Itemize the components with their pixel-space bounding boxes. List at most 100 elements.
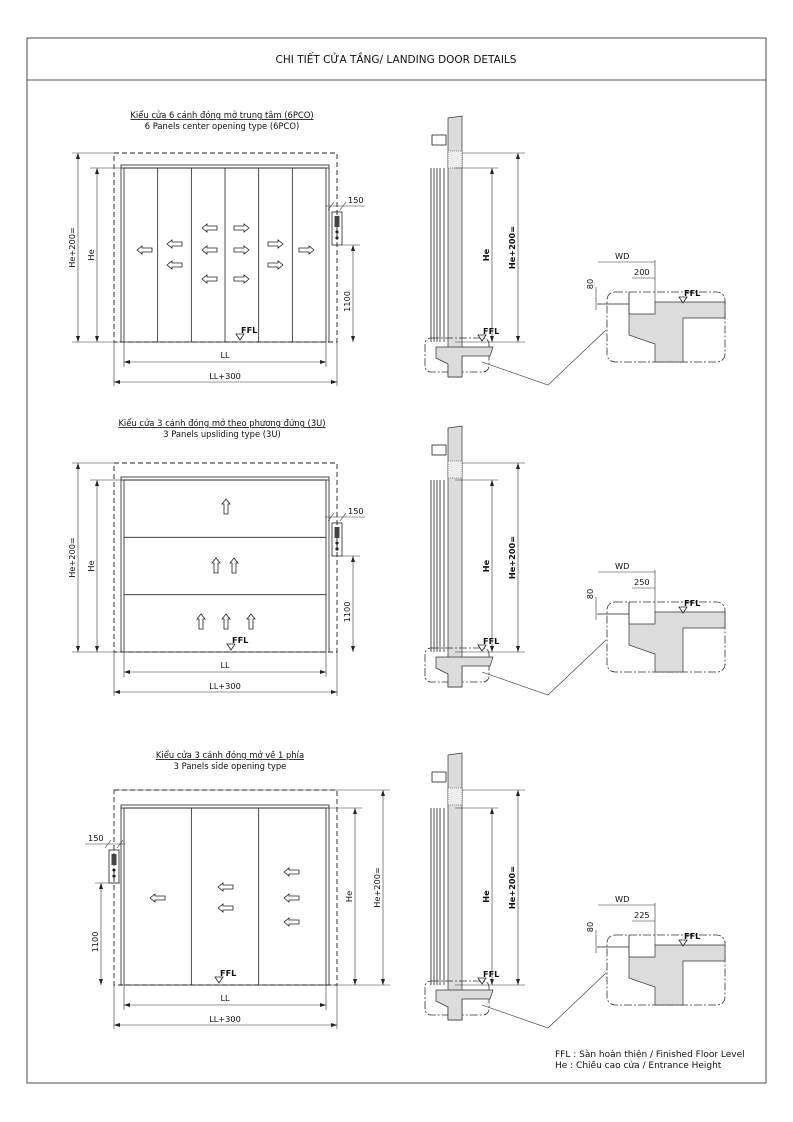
direction-arrow-right <box>267 239 284 249</box>
sill-width-label: 250 <box>634 577 650 587</box>
he-label: He <box>344 891 354 902</box>
dim-1100-label: 1100 <box>90 932 100 953</box>
ll300-label: LL+300 <box>209 1014 241 1024</box>
side-he200-dimension <box>516 153 520 342</box>
dim-1100-label: 1100 <box>342 602 352 623</box>
dim-80-label: 80 <box>585 922 595 932</box>
front-view: FFL LL LL+300 He+200= He 150 1100 <box>67 462 365 696</box>
wd-label: WD <box>615 894 629 904</box>
direction-arrow-left <box>136 245 153 255</box>
sill-width-label: 200 <box>634 267 650 277</box>
side-he-label: He <box>481 890 491 903</box>
side-he200-label: He+200= <box>507 866 517 909</box>
ll300-dimension <box>114 690 337 694</box>
sheet-title: CHI TIẾT CỬA TẦNG/ LANDING DOOR DETAILS <box>276 52 517 66</box>
ll-label: LL <box>220 350 230 360</box>
direction-arrow-up <box>229 557 239 574</box>
section-title-en: 3 Panels side opening type <box>174 761 287 771</box>
side-section-view: FFL He He+200= <box>424 752 607 1029</box>
side-he-dimension <box>490 168 494 342</box>
side-section-view: FFL He He+200= <box>424 425 607 696</box>
he200-dimension <box>76 153 80 342</box>
ll300-label: LL+300 <box>209 371 241 381</box>
he-dimension <box>95 480 99 652</box>
direction-arrow-right <box>233 245 250 255</box>
section-title-en: 6 Panels center opening type (6PCO) <box>145 121 299 131</box>
ffl-marker: FFL <box>214 968 236 984</box>
side-section-view: FFL He He+200= <box>424 115 607 386</box>
side-he200-label: He+200= <box>507 536 517 579</box>
side-he-label: He <box>481 248 491 261</box>
sheet-border <box>26 37 767 1084</box>
ffl-marker: FFL <box>226 635 248 651</box>
dim-1100 <box>351 556 355 652</box>
direction-arrow-left <box>166 239 183 249</box>
front-view: FFL LL LL+300 He+200= He 150 1100 <box>67 152 365 386</box>
side-ffl-marker: FFL <box>477 636 499 652</box>
dim-1100-label: 1100 <box>342 291 352 312</box>
direction-arrow-up <box>246 613 256 630</box>
legend-ffl: FFL : Sàn hoàn thiện / Finished Floor Le… <box>555 1049 745 1060</box>
he200-label: He+200= <box>372 867 382 908</box>
direction-arrow-right <box>233 274 250 284</box>
section-title-vi: Kiểu cửa 3 cánh đóng mở theo phương đứng… <box>118 418 325 428</box>
side-he-dimension <box>490 808 494 985</box>
direction-arrow-left <box>283 917 300 927</box>
side-he-label: He <box>481 559 491 572</box>
ffl-marker: FFL <box>235 325 257 341</box>
ffl-label: FFL <box>220 968 236 978</box>
he200-dimension <box>381 790 385 985</box>
direction-arrow-up <box>221 613 231 630</box>
ll-label: LL <box>220 993 230 1003</box>
section-title-vi: Kiểu cửa 6 cánh đóng mở trung tâm (6PCO) <box>130 110 313 120</box>
direction-arrow-right <box>267 260 284 270</box>
dim-1100 <box>351 245 355 342</box>
direction-arrow-right <box>233 223 250 233</box>
ffl-label: FFL <box>483 636 499 646</box>
direction-arrow-right <box>298 245 315 255</box>
ffl-label: FFL <box>232 635 248 645</box>
ll-label: LL <box>220 660 230 670</box>
landing-call-button-box <box>331 211 343 246</box>
direction-arrow-up <box>221 498 231 515</box>
direction-arrow-left <box>201 274 218 284</box>
dim-80-label: 80 <box>585 279 595 289</box>
he-dimension <box>95 168 99 342</box>
ll300-dimension <box>114 1023 337 1027</box>
sections: Kiểu cửa 6 cánh đóng mở trung tâm (6PCO)… <box>67 110 726 1029</box>
ffl-label: FFL <box>684 931 700 941</box>
direction-arrow-left <box>166 260 183 270</box>
detail-ffl-marker: FFL <box>678 288 700 304</box>
ll-dimension <box>124 360 326 364</box>
dim-150-label: 150 <box>88 833 104 843</box>
direction-arrow-left <box>217 903 234 913</box>
he-label: He <box>86 249 96 260</box>
dim-150-label: 150 <box>348 506 364 516</box>
direction-arrow-left <box>201 245 218 255</box>
ffl-label: FFL <box>483 969 499 979</box>
he200-dimension <box>76 463 80 652</box>
direction-arrow-left <box>283 893 300 903</box>
wd-label: WD <box>615 251 629 261</box>
dim-150-label: 150 <box>348 195 364 205</box>
direction-arrow-left <box>149 893 166 903</box>
landing-call-button-box <box>331 522 343 557</box>
he200-label: He+200= <box>67 537 77 578</box>
side-he-dimension <box>490 480 494 652</box>
direction-arrow-left <box>217 882 234 892</box>
side-he200-label: He+200= <box>507 226 517 269</box>
side-he200-dimension <box>516 790 520 985</box>
ll300-label: LL+300 <box>209 681 241 691</box>
front-view: FFL LL LL+300 He+200= He 150 1100 <box>85 789 390 1029</box>
direction-arrow-up <box>211 557 221 574</box>
section-title-en: 3 Panels upsliding type (3U) <box>163 429 281 439</box>
direction-arrow-left <box>201 223 218 233</box>
he-dimension <box>353 808 357 985</box>
wd-label: WD <box>615 561 629 571</box>
he-label: He <box>86 560 96 571</box>
side-ffl-marker: FFL <box>477 969 499 985</box>
ll-dimension <box>124 670 326 674</box>
ll300-dimension <box>114 380 337 384</box>
